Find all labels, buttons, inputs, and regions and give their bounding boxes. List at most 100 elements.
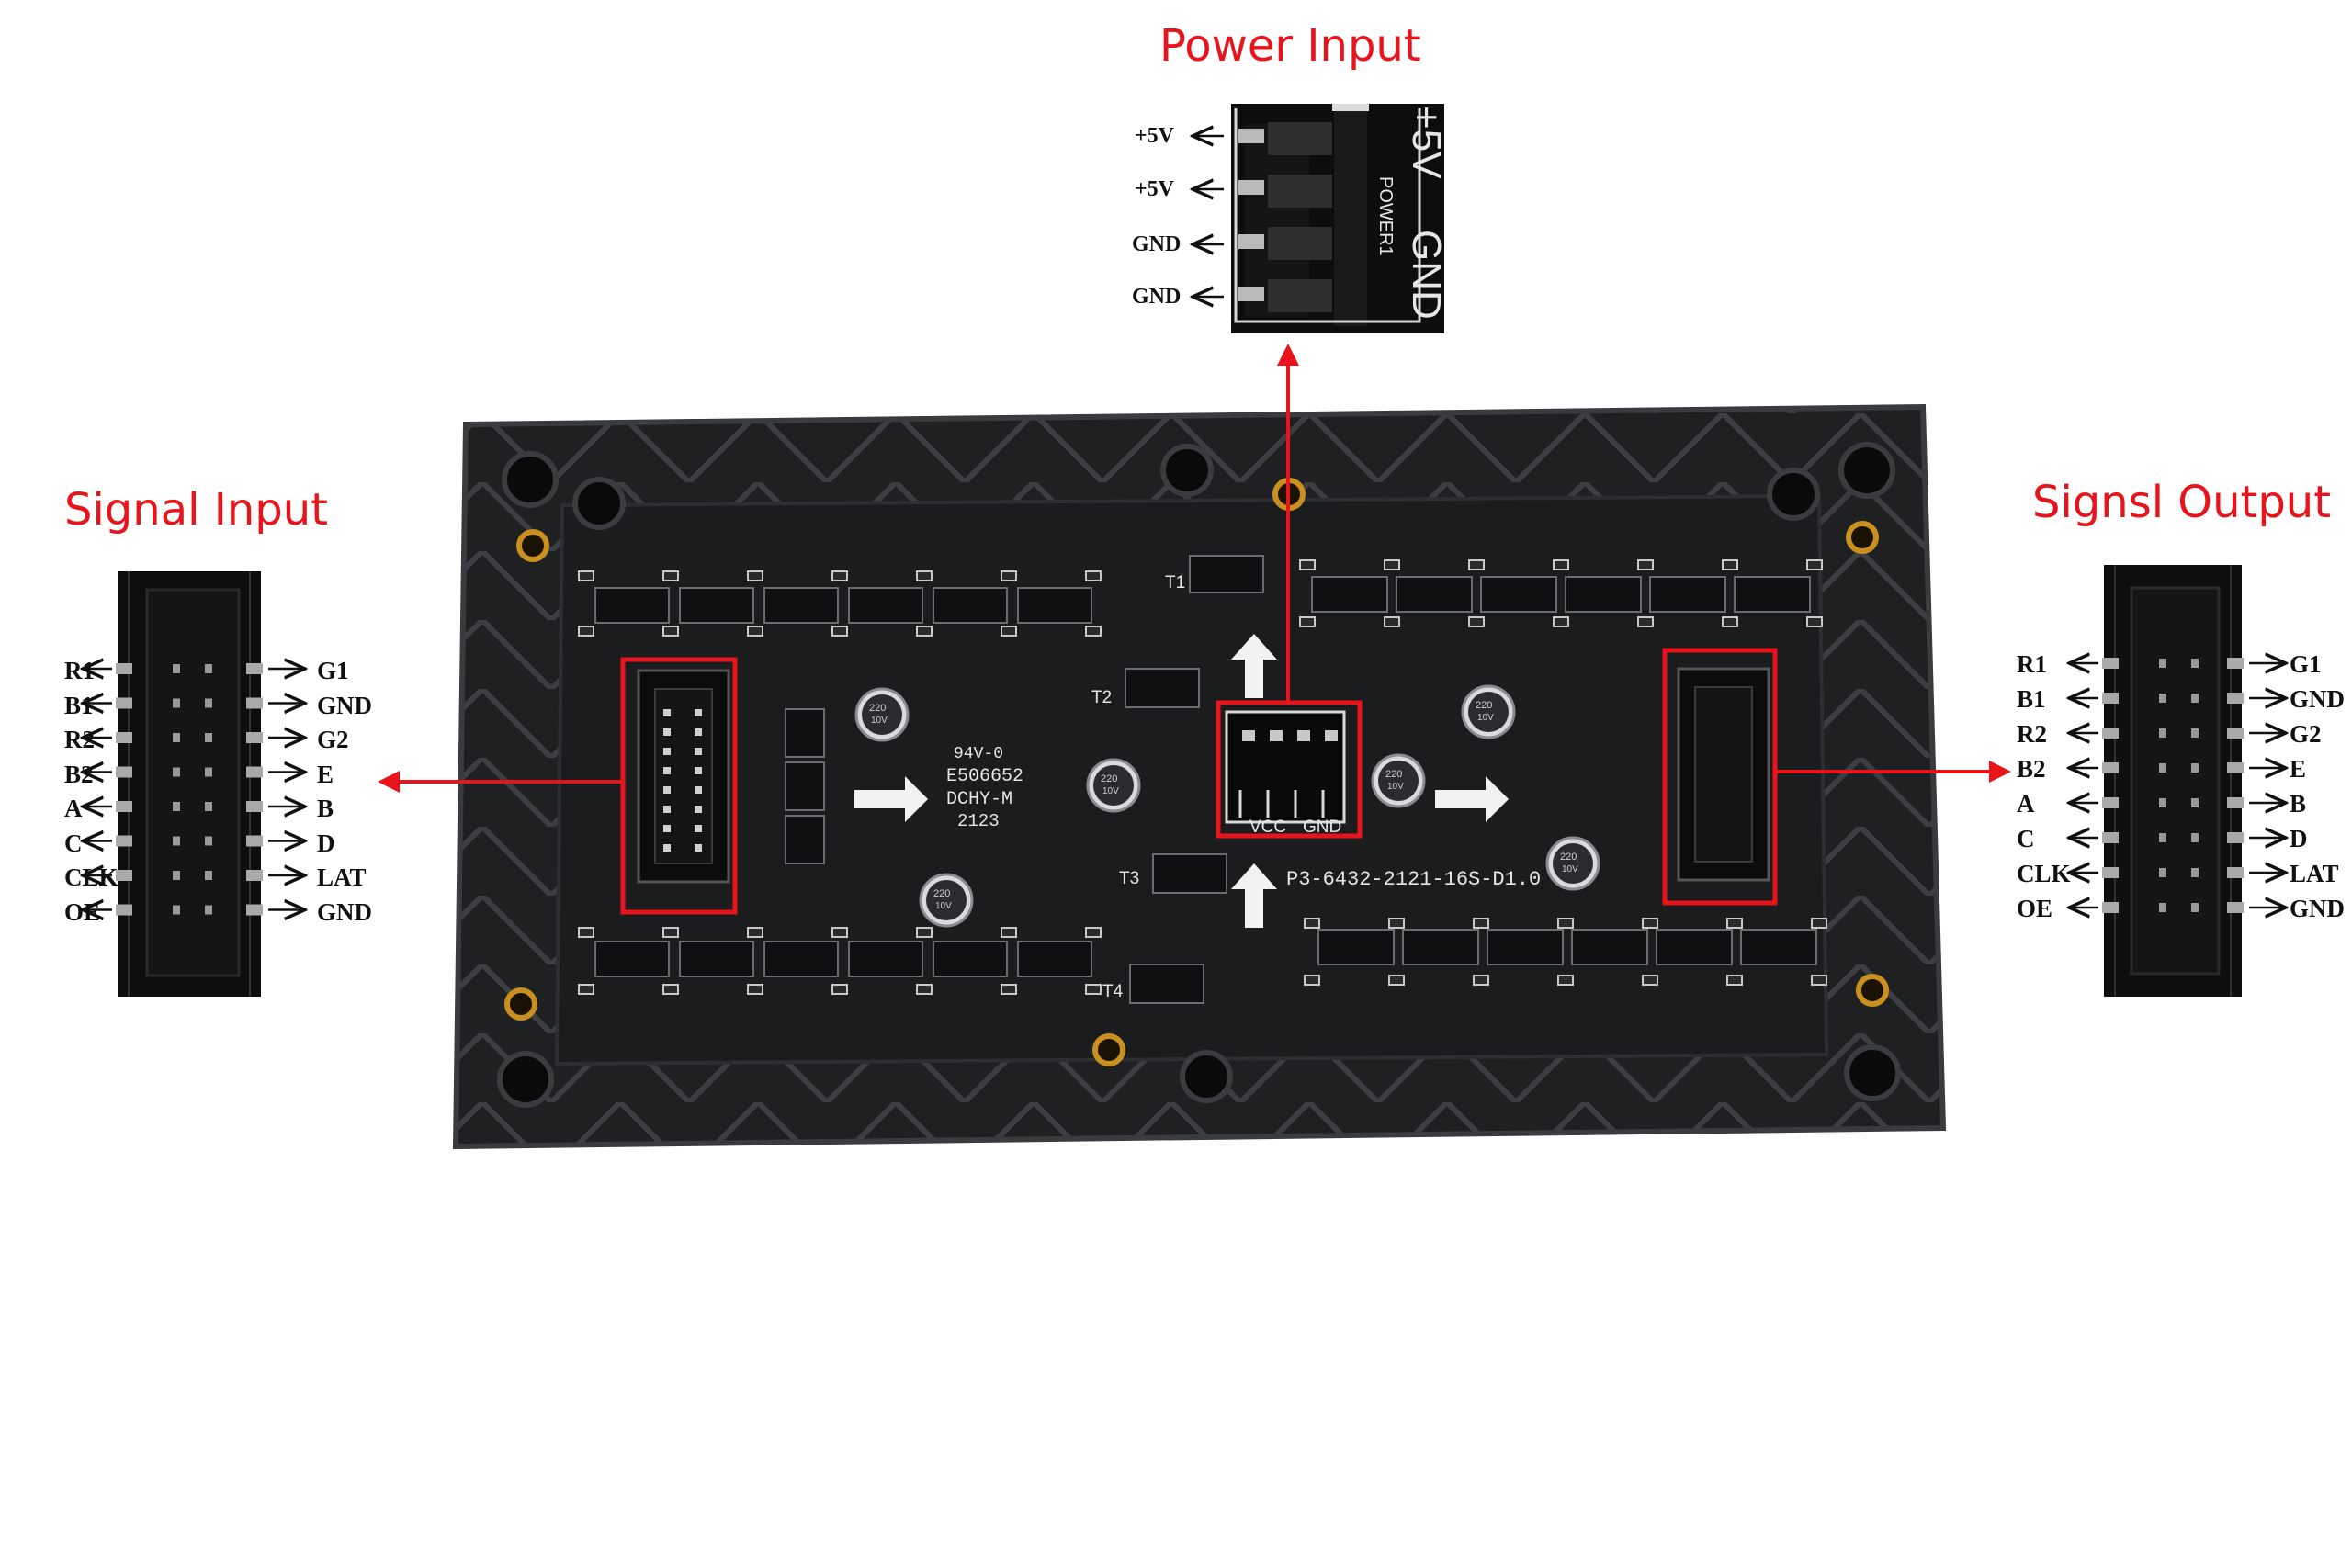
pin-stub xyxy=(2102,762,2119,773)
smd-part xyxy=(1473,975,1489,986)
header-pin xyxy=(695,728,702,736)
ic-chip xyxy=(1480,576,1557,613)
connector-pin-label: D xyxy=(317,829,335,857)
ic-chip xyxy=(679,587,754,624)
capacitor-voltage: 10V xyxy=(871,716,888,726)
smd-part xyxy=(831,927,848,938)
ic-chip xyxy=(1487,929,1564,965)
power-gnd-silk: GND xyxy=(1404,230,1449,320)
board-flow-arrows xyxy=(854,634,1509,928)
smd-part xyxy=(662,570,679,581)
connector-pin-label: G1 xyxy=(317,657,349,684)
power-pin-label: +5V xyxy=(1135,177,1175,201)
connector-pin-label: B xyxy=(317,795,334,822)
power-5v-silk: +5V xyxy=(1404,106,1449,179)
capacitor-voltage: 10V xyxy=(1387,782,1404,792)
pin-stub xyxy=(2227,867,2244,878)
capacitor-voltage: 10V xyxy=(935,901,952,911)
smd-part xyxy=(1726,975,1743,986)
header-pin xyxy=(663,748,671,755)
gnd-silk: GND xyxy=(1303,818,1341,837)
smd-part xyxy=(1553,616,1569,627)
pin-stub xyxy=(246,732,263,743)
smd-part xyxy=(1806,559,1823,570)
ic-chip xyxy=(1125,668,1200,708)
header-pin xyxy=(695,767,702,774)
pin-stub xyxy=(116,697,132,709)
smd-part xyxy=(1722,616,1738,627)
connector-pin-label: E xyxy=(2290,755,2307,783)
smd-part xyxy=(831,626,848,637)
smd-part xyxy=(1468,559,1485,570)
smd-part xyxy=(831,984,848,995)
connector-pin-label: GND xyxy=(317,897,372,926)
header-pin xyxy=(695,825,702,832)
connector-pin-label: B2 xyxy=(2017,755,2046,783)
ic-chip xyxy=(1189,555,1264,593)
smd-part xyxy=(1299,616,1316,627)
smd-part xyxy=(578,984,594,995)
ic-chip xyxy=(848,587,923,624)
ic-chip xyxy=(785,815,825,864)
connector-pin-label: B2 xyxy=(64,760,94,788)
smd-part xyxy=(662,626,679,637)
capacitor-top xyxy=(1378,761,1419,801)
pin-stub xyxy=(2227,693,2244,704)
signal-output-title: Signsl Output xyxy=(2032,477,2332,528)
header-pin xyxy=(695,806,702,813)
connector-pin-label: A xyxy=(2017,790,2035,818)
signal-output-connector-image xyxy=(2104,565,2242,997)
connector-pin-label: B1 xyxy=(2017,685,2046,713)
pin-stub xyxy=(2102,693,2119,704)
model-silk: P3-6432-2121-16S-D1.0 xyxy=(1286,868,1541,891)
smd-part xyxy=(1001,626,1017,637)
smd-part xyxy=(1085,570,1102,581)
smd-part xyxy=(1304,918,1320,929)
vcc-silk: VCC xyxy=(1250,818,1286,837)
led-module-board: VCC GND 22010V22010V22010V22010V22010V22… xyxy=(452,403,1947,1150)
smd-part xyxy=(1642,975,1658,986)
capacitor-top xyxy=(1553,843,1593,884)
capacitor-value: 220 xyxy=(1385,769,1402,780)
smd-part xyxy=(831,570,848,581)
ic-chip xyxy=(1740,929,1817,965)
pin-stub xyxy=(116,870,132,881)
smd-part xyxy=(1468,616,1485,627)
pin-stub xyxy=(2227,762,2244,773)
connector-pin-label: B1 xyxy=(64,691,94,719)
pin-stub xyxy=(2227,728,2244,739)
connector-pin-label: OE xyxy=(64,897,101,926)
ic-chip xyxy=(1734,576,1811,613)
capacitor-top xyxy=(1468,692,1509,732)
smd-part xyxy=(1473,918,1489,929)
ic-chip xyxy=(1311,576,1388,613)
smd-part xyxy=(747,927,763,938)
capacitor-top xyxy=(862,694,902,735)
connector-pin-label: D xyxy=(2290,825,2308,852)
smd-part xyxy=(662,984,679,995)
pin-stub xyxy=(2227,902,2244,913)
smd-part xyxy=(1811,918,1827,929)
maker-code: DCHY-M xyxy=(946,789,1012,810)
ic-chip xyxy=(1129,964,1204,1004)
ic-chip xyxy=(1396,576,1473,613)
smd-part xyxy=(1384,559,1400,570)
date-code: 2123 xyxy=(957,811,1000,831)
pin-stub xyxy=(246,904,263,916)
connector-pin-label: A xyxy=(64,795,83,822)
smd-part xyxy=(578,927,594,938)
capacitor-voltage: 10V xyxy=(1477,713,1494,723)
power-pin-arrows xyxy=(1193,136,1224,297)
smd-part xyxy=(916,570,933,581)
pin-stub xyxy=(2102,797,2119,808)
connector-pin-label: LAT xyxy=(2290,860,2339,887)
pin-stub xyxy=(2227,797,2244,808)
ic-chip xyxy=(1017,941,1092,977)
header-pin xyxy=(663,728,671,736)
connector-pin-label: CLK xyxy=(64,863,119,891)
connector-pin-label: C xyxy=(64,829,83,857)
smd-part xyxy=(1001,570,1017,581)
connector-pin-label: GND xyxy=(317,691,372,719)
t4-silk: T4 xyxy=(1102,982,1124,1001)
smd-part xyxy=(1001,984,1017,995)
